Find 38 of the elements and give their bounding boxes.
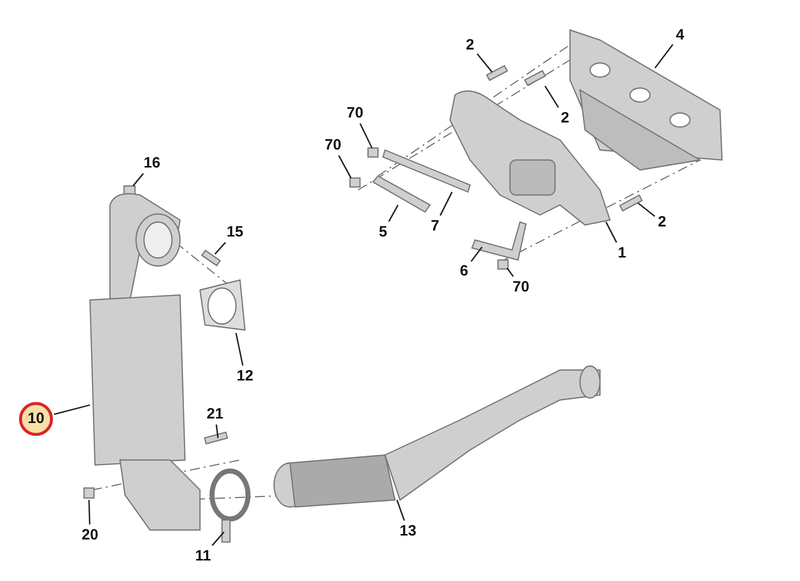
leader-line	[338, 155, 352, 178]
callout-number: 70	[322, 136, 344, 154]
callout-number: 11	[193, 546, 213, 566]
leader-line	[654, 44, 674, 68]
leader-line	[544, 86, 560, 108]
callout-number: 4	[674, 26, 686, 44]
callout-number: 5	[376, 222, 390, 242]
leader-line	[212, 532, 225, 546]
leader-line	[638, 202, 656, 217]
leader-line	[470, 246, 483, 262]
callout-number: 2	[656, 212, 668, 232]
callout-number: 16	[142, 154, 162, 172]
callout-number: 20	[80, 526, 100, 544]
callout-number: 6	[458, 262, 470, 280]
leader-line	[476, 53, 493, 72]
callout-number: 13	[398, 522, 418, 540]
callout-number: 21	[204, 404, 226, 424]
callout-number: 70	[510, 278, 532, 296]
callout-number: 12	[234, 366, 256, 386]
leader-line	[359, 123, 373, 148]
leader-line	[132, 173, 144, 186]
callout-number: 1	[616, 244, 628, 262]
leader-line	[214, 242, 226, 254]
leader-line	[440, 192, 453, 216]
leader-line	[216, 424, 219, 438]
callout-number: 2	[464, 36, 476, 54]
leader-line	[54, 404, 90, 416]
callout-number: 15	[224, 222, 246, 242]
leader-line	[605, 222, 618, 243]
callout-number: 2	[558, 108, 572, 128]
highlighted-callout-number: 10	[19, 402, 53, 436]
callout-number: 70	[344, 104, 366, 122]
leader-line	[235, 332, 244, 366]
leader-line	[506, 268, 514, 277]
leader-line	[388, 204, 399, 222]
leader-line	[396, 500, 405, 521]
callout-number: 7	[428, 216, 442, 236]
leader-line	[88, 500, 90, 525]
